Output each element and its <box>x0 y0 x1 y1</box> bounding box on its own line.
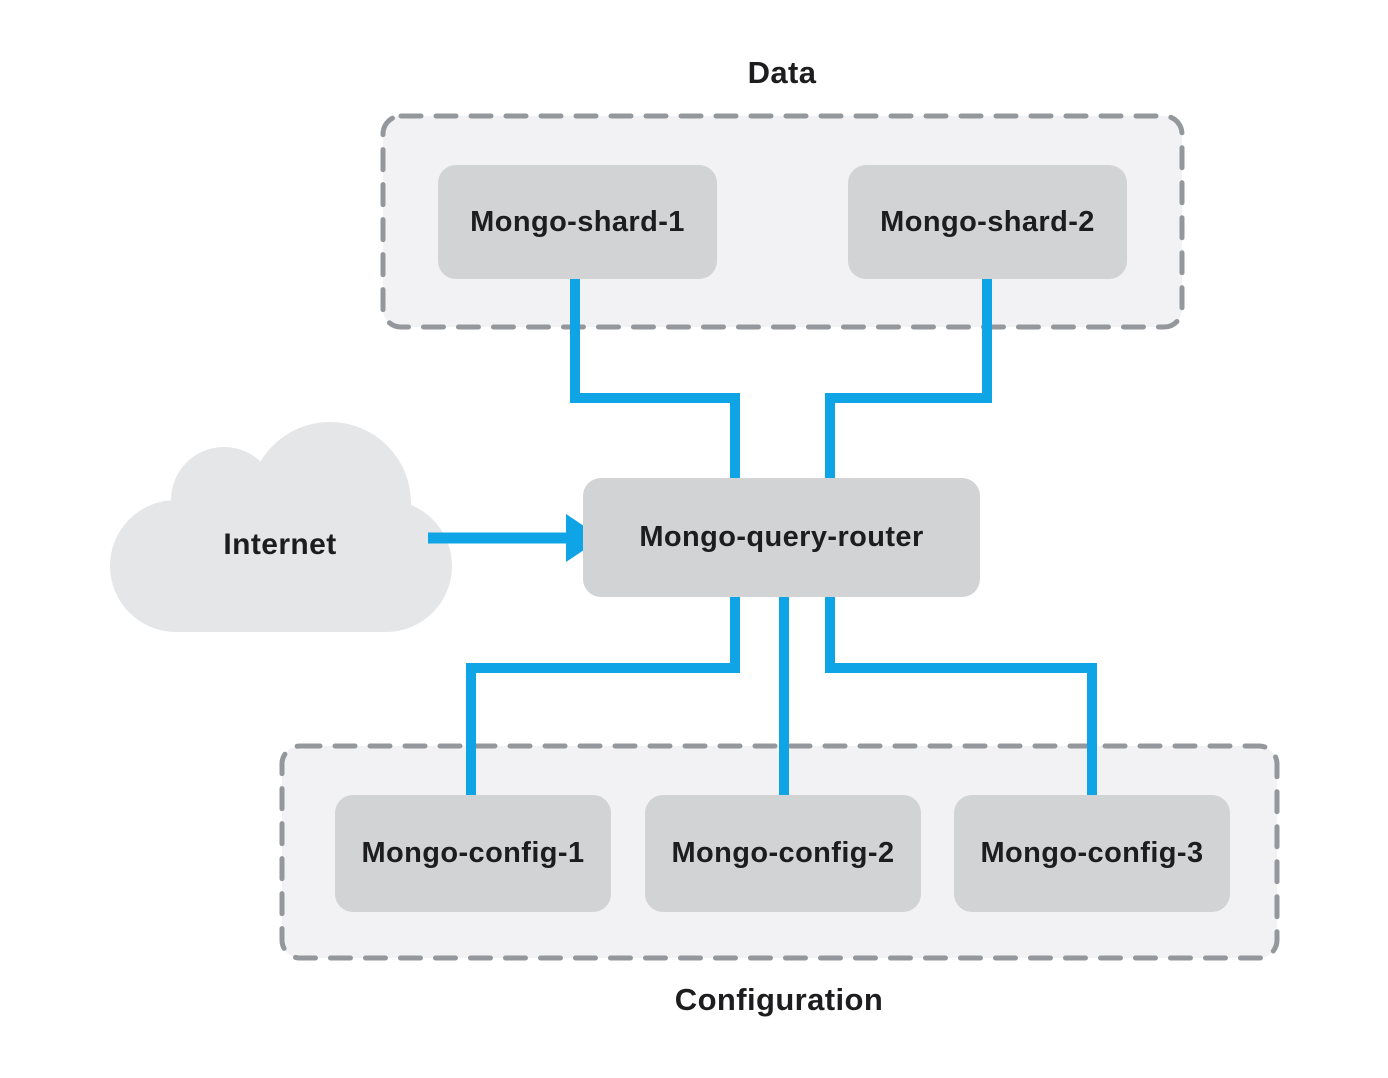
node-mongo-shard-1: Mongo-shard-1 <box>438 165 717 279</box>
node-label: Mongo-config-1 <box>361 837 585 869</box>
node-mongo-query-router: Mongo-query-router <box>583 478 980 597</box>
connector-router-config3 <box>825 592 1097 800</box>
cloud-icon <box>110 422 452 632</box>
connector-shard2-router <box>825 275 992 483</box>
connector-router-config1 <box>466 592 740 800</box>
configuration-group-label: Configuration <box>674 982 884 1017</box>
node-mongo-config-2: Mongo-config-2 <box>645 795 921 912</box>
node-label: Mongo-config-3 <box>980 837 1204 869</box>
connector-shard1-router <box>570 275 740 483</box>
data-group-label: Data <box>747 55 817 90</box>
node-label: Mongo-query-router <box>639 521 924 553</box>
internet-to-router-arrow <box>428 514 602 562</box>
node-label: Mongo-shard-1 <box>470 205 685 238</box>
internet-label: Internet <box>223 528 337 561</box>
node-mongo-shard-2: Mongo-shard-2 <box>848 165 1127 279</box>
node-label: Mongo-shard-2 <box>880 205 1095 238</box>
node-label: Mongo-config-2 <box>671 837 895 869</box>
node-mongo-config-1: Mongo-config-1 <box>335 795 611 912</box>
node-mongo-config-3: Mongo-config-3 <box>954 795 1230 912</box>
